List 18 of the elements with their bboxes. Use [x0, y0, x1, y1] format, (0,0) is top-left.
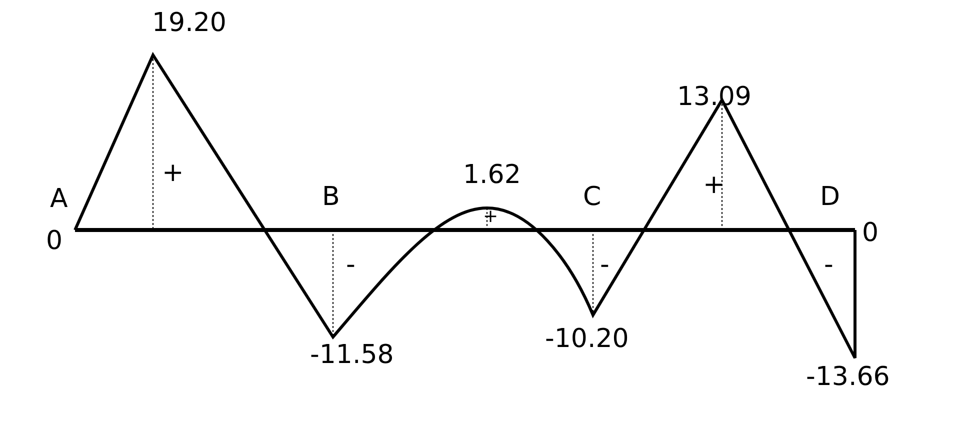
- point-label: D: [820, 184, 840, 210]
- value-label: 19.20: [152, 10, 226, 36]
- sign-label: -: [824, 252, 834, 278]
- value-label: 1.62: [463, 162, 521, 188]
- value-label: -11.58: [310, 342, 394, 368]
- point-label: B: [322, 184, 340, 210]
- value-label: 0: [862, 220, 879, 246]
- point-label: C: [583, 184, 602, 210]
- sign-label: -: [346, 252, 356, 278]
- sign-label: +: [483, 208, 498, 226]
- point-label: A: [50, 186, 68, 212]
- sign-label: +: [162, 160, 184, 186]
- sign-label: +: [703, 172, 725, 198]
- sign-label: -: [600, 252, 610, 278]
- value-label: -13.66: [806, 364, 890, 390]
- value-label: 13.09: [677, 84, 752, 110]
- value-label: 0: [46, 228, 63, 254]
- value-label: -10.20: [545, 326, 629, 352]
